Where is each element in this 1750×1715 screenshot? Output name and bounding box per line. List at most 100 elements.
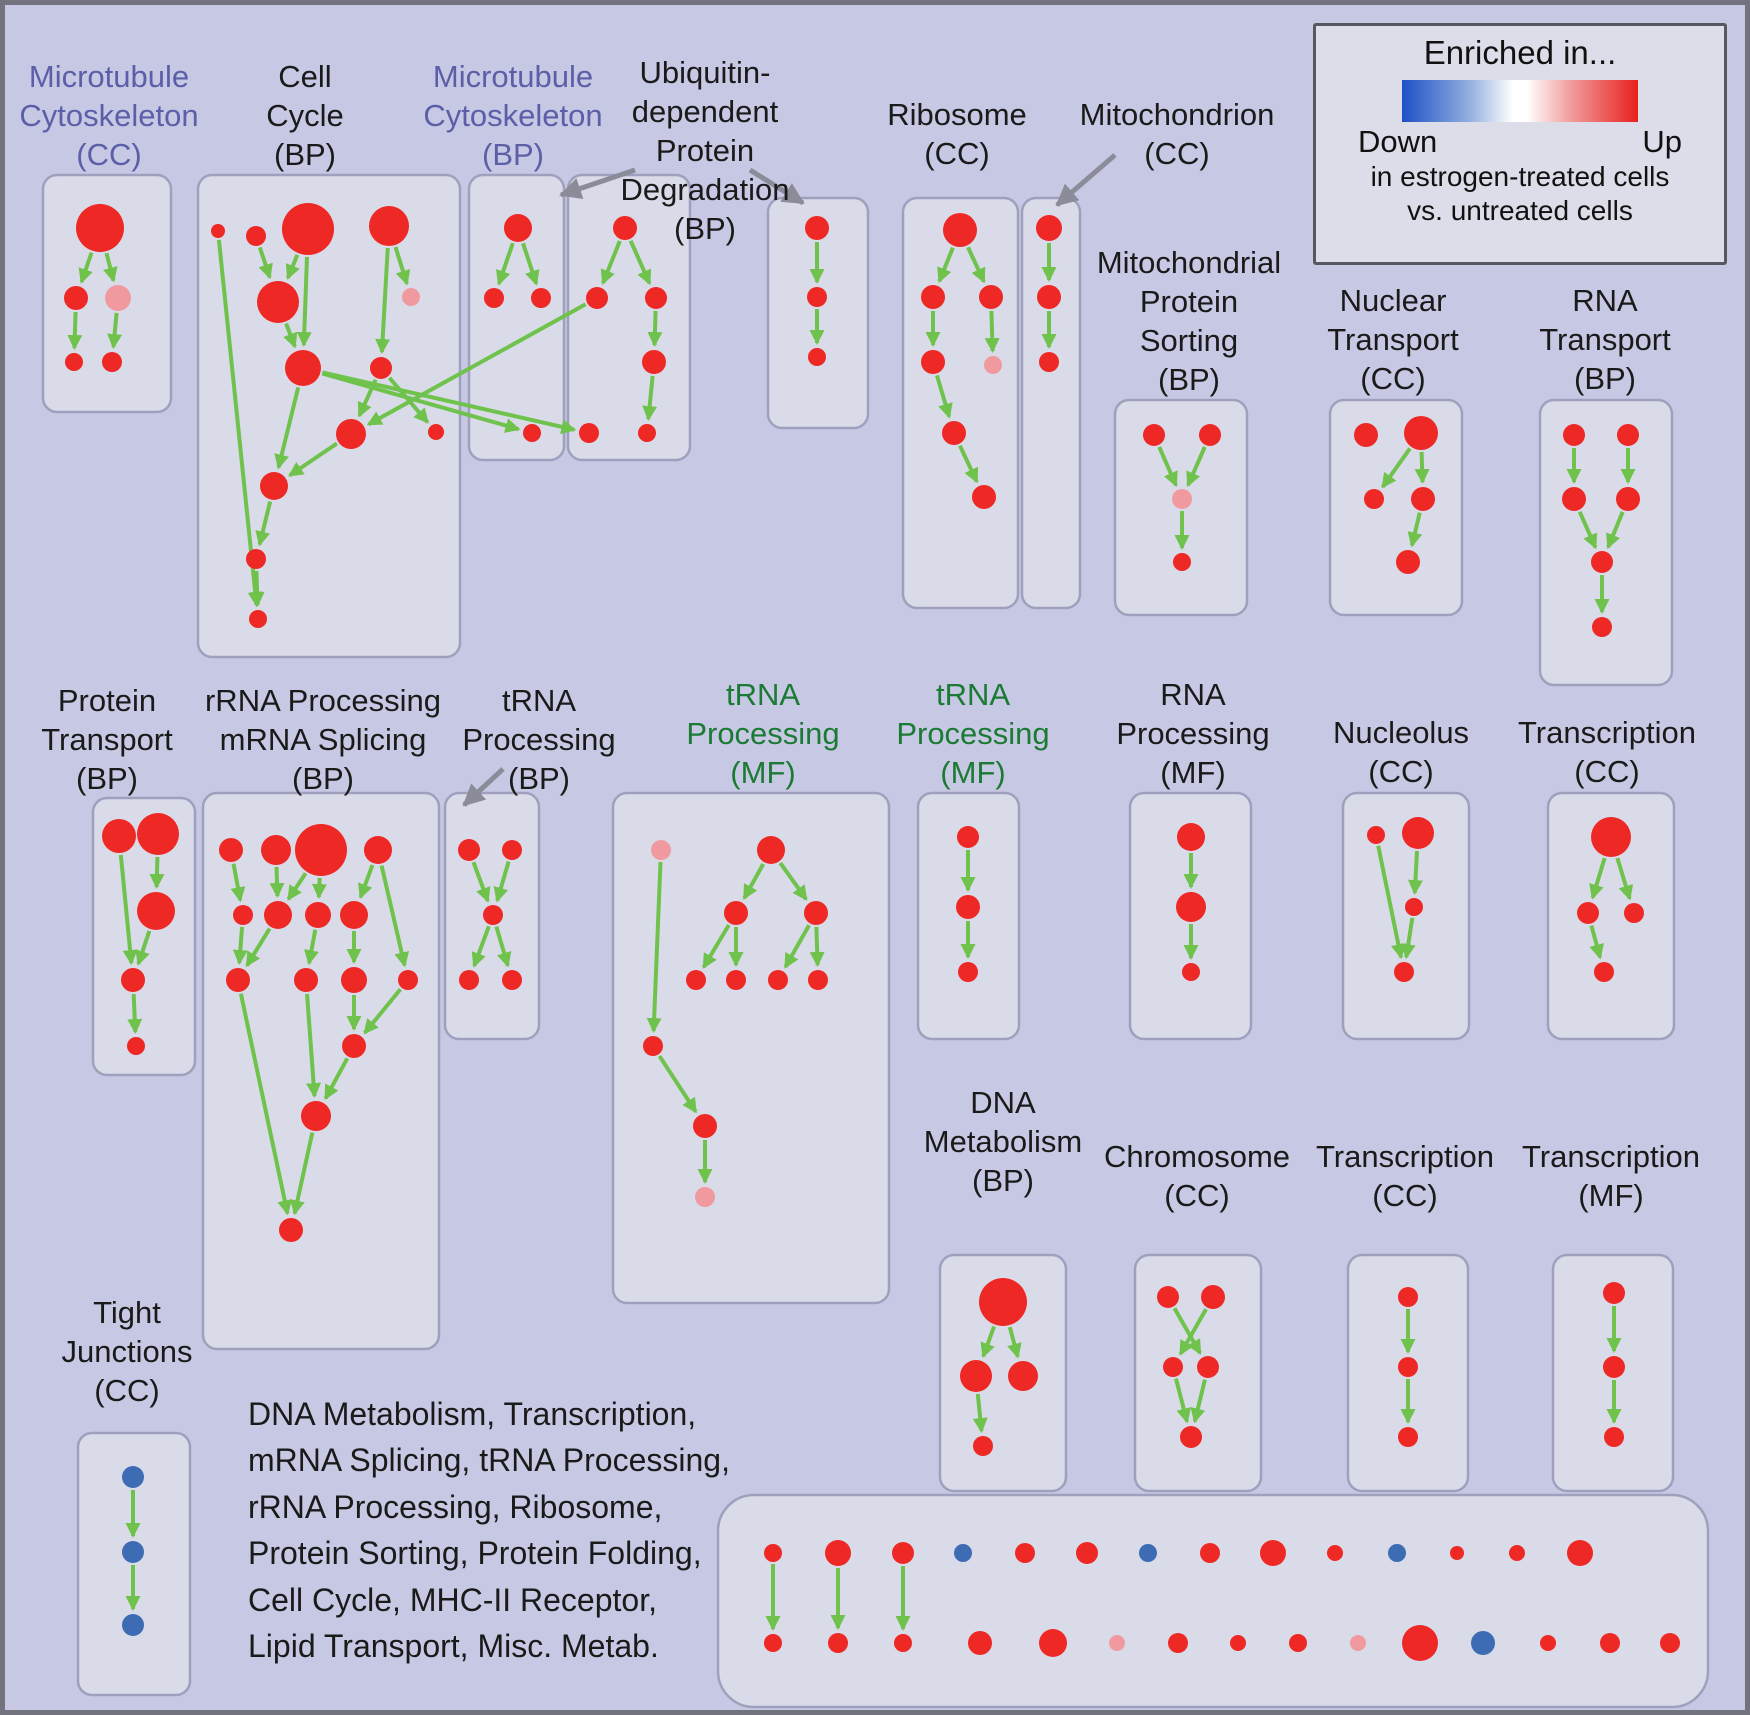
node-bb4 [968, 1631, 992, 1655]
node-rr12 [398, 970, 418, 990]
edge-nu3-nu4 [1400, 917, 1416, 960]
node-ubi5 [579, 423, 599, 443]
node-ubi2 [586, 287, 608, 309]
node-tm4 [804, 901, 828, 925]
node-rt5 [1591, 551, 1613, 573]
edge-rr3-rr7 [311, 877, 327, 900]
node-cc3 [282, 203, 334, 255]
node-ba6 [1076, 1542, 1098, 1564]
node-ba12 [1450, 1546, 1464, 1560]
box-protein-transport [91, 796, 197, 1077]
edge-rb1-rb3 [966, 246, 986, 284]
node-cc9 [336, 419, 366, 449]
node-bb15 [1660, 1633, 1680, 1653]
edge-cc4-cc8 [375, 247, 391, 355]
callout-arrow-1 [559, 167, 636, 200]
node-cc1 [211, 224, 225, 238]
node-ba1 [764, 1544, 782, 1562]
edge-cc2-cc5 [257, 246, 273, 280]
node-rr15 [279, 1218, 303, 1242]
node-mp3 [1172, 489, 1192, 509]
node-tc4 [1594, 962, 1614, 982]
node-ub21 [805, 216, 829, 240]
node-tc1 [1591, 817, 1631, 857]
box-dna-metabolism [938, 1253, 1068, 1493]
node-rt6 [1592, 617, 1612, 637]
node-rt4 [1616, 487, 1640, 511]
node-tm3 [724, 901, 748, 925]
node-t23 [1398, 1427, 1418, 1447]
node-rb3 [979, 285, 1003, 309]
node-ch3 [1163, 1357, 1183, 1377]
node-nu2 [1402, 817, 1434, 849]
node-bb8 [1230, 1635, 1246, 1651]
node-mtbp3 [531, 288, 551, 308]
node-tm6 [726, 970, 746, 990]
node-rr4 [364, 836, 392, 864]
node-tb5 [502, 970, 522, 990]
node-ba9 [1260, 1540, 1286, 1566]
node-ch4 [1197, 1356, 1219, 1378]
node-tj1 [122, 1466, 144, 1488]
node-rb6 [942, 421, 966, 445]
edge-nu1-nu4 [1376, 845, 1406, 960]
node-ba5 [1015, 1543, 1035, 1563]
node-bb2 [828, 1633, 848, 1653]
node-tm2 [757, 836, 785, 864]
node-nt5 [1396, 550, 1420, 574]
node-tj3 [122, 1614, 144, 1636]
node-ch5 [1180, 1426, 1202, 1448]
node-ubi1 [613, 216, 637, 240]
edge-nt2-nt4 [1414, 451, 1430, 485]
node-cc11 [246, 549, 266, 569]
edge-rt4-rt5 [1606, 511, 1625, 550]
edge-rr1-rr5 [230, 863, 246, 903]
edge-pt1-pt4 [118, 854, 138, 966]
edge-rr3-rr6 [286, 872, 308, 901]
node-rt3 [1562, 487, 1586, 511]
box-mitochondrion [1020, 196, 1082, 610]
node-pt3 [137, 892, 175, 930]
edge-ch3-ch5 [1174, 1378, 1192, 1424]
edge-tc2-tc4 [1589, 925, 1604, 960]
edge-pt4-pt5 [127, 993, 143, 1035]
legend-subtitle-line2: vs. untreated cells [1407, 195, 1633, 227]
node-nt2 [1404, 416, 1438, 450]
box-rna-transport [1538, 398, 1674, 687]
edge-rr4-rr8 [358, 864, 375, 900]
node-tm11 [693, 1114, 717, 1138]
node-tn1 [957, 826, 979, 848]
edge-tb3-tb5 [494, 925, 512, 968]
edge-cc11-cc12 [249, 570, 265, 608]
node-rm1 [1177, 823, 1205, 851]
node-tb3 [483, 905, 503, 925]
edge-ch4-ch5 [1190, 1379, 1207, 1424]
node-dn4 [973, 1436, 993, 1456]
box-chromosome [1133, 1253, 1263, 1493]
node-t22 [1398, 1357, 1418, 1377]
edge-cc7-cc10 [274, 386, 301, 470]
node-dn3 [1008, 1361, 1038, 1391]
edge-rb3-rb5 [984, 310, 1000, 354]
node-bb5 [1039, 1629, 1067, 1657]
edge-tc1-tc3 [1615, 857, 1634, 901]
box-misc [716, 1493, 1710, 1709]
edge-tm4-tm8 [809, 926, 825, 968]
node-ba2 [825, 1540, 851, 1566]
callout-arrow-3 [1055, 153, 1117, 207]
edge-tm2-tm3 [742, 863, 765, 900]
callout-arrow-4 [462, 767, 505, 807]
edge-ubi1-ubi3 [628, 239, 652, 286]
edge-tm2-tm4 [778, 861, 808, 901]
node-nt1 [1354, 423, 1378, 447]
edge-rb6-rb7 [958, 444, 979, 484]
node-tm5 [686, 970, 706, 990]
node-bb12 [1471, 1631, 1495, 1655]
node-ba13 [1509, 1545, 1525, 1561]
node-rb5 [984, 356, 1002, 374]
edge-ubi1-ubi2 [600, 240, 622, 286]
node-rb7 [972, 485, 996, 509]
node-mtbp2 [484, 288, 504, 308]
node-cc6 [402, 288, 420, 306]
